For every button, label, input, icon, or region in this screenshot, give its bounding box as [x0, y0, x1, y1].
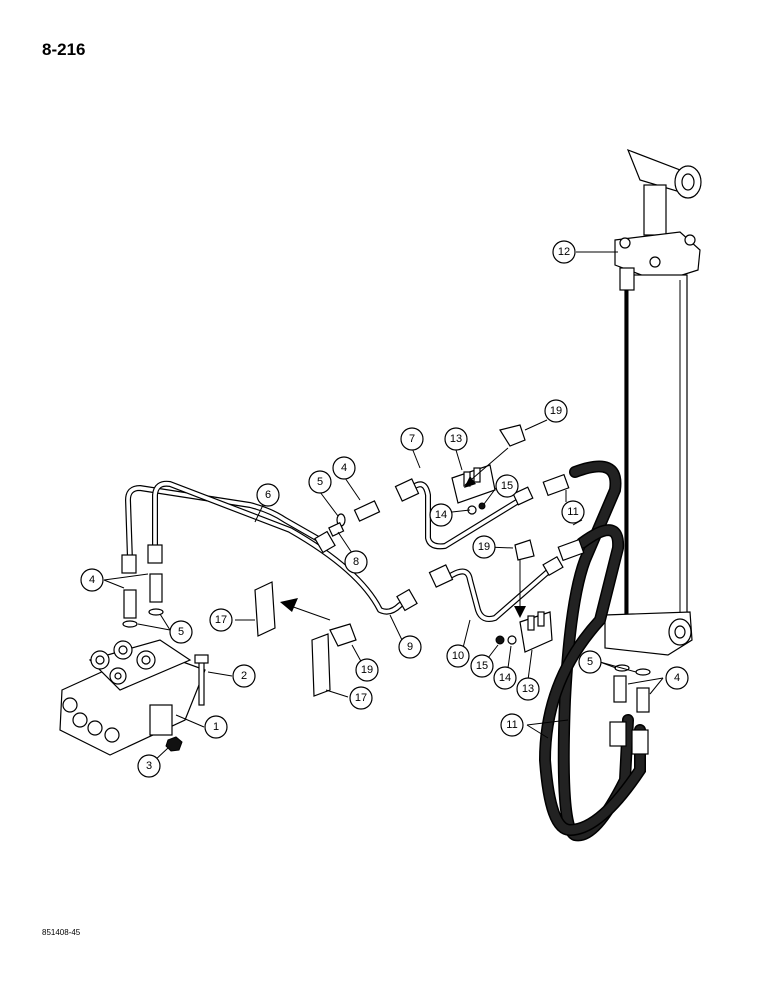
- callout-label: 5: [178, 626, 184, 638]
- callout-5-valve: 5: [169, 620, 193, 644]
- callout-label: 5: [317, 476, 323, 488]
- callout-11-lower: 11: [500, 713, 524, 737]
- callout-5-top: 5: [308, 470, 332, 494]
- clamp-13-lower: [519, 611, 553, 653]
- callout-label: 13: [450, 433, 462, 445]
- page-number: 8-216: [42, 40, 86, 59]
- callout-label: 17: [355, 692, 367, 704]
- callout-6: 6: [256, 483, 280, 507]
- callout-label: 11: [506, 719, 517, 731]
- callout-5-cylinder: 5: [578, 650, 602, 674]
- callout-label: 13: [522, 683, 534, 695]
- callout-8: 8: [344, 550, 368, 574]
- callout-2: 2: [232, 664, 256, 688]
- callout-4-valve: 4: [80, 568, 104, 592]
- hose-11-upper: [557, 460, 634, 842]
- callout-19-upper: 19: [544, 399, 568, 423]
- callout-label: 5: [587, 656, 593, 668]
- callout-7: 7: [400, 427, 424, 451]
- hose-11-lower: [538, 524, 646, 837]
- callout-label: 8: [353, 556, 359, 568]
- callout-label: 4: [341, 462, 347, 474]
- callout-17-lower: 17: [349, 686, 373, 710]
- callout-label: 19: [361, 664, 373, 676]
- leader-lines: [103, 251, 664, 763]
- nut: [165, 736, 183, 752]
- tube-9: [152, 480, 403, 615]
- callout-11-upper: 11: [561, 500, 585, 524]
- callout-15-upper: 15: [495, 474, 519, 498]
- callout-label: 19: [478, 541, 490, 553]
- callout-label: 4: [674, 672, 680, 684]
- callout-13-lower: 13: [516, 677, 540, 701]
- callout-label: 6: [265, 489, 271, 501]
- callout-label: 11: [567, 506, 578, 518]
- clip-19-upper: [499, 424, 526, 447]
- callout-19-lower: 19: [355, 658, 379, 682]
- callout-14-upper: 14: [429, 503, 453, 527]
- callout-9: 9: [398, 635, 422, 659]
- tube-10: [449, 567, 553, 622]
- callout-13-upper: 13: [444, 427, 468, 451]
- callout-label: 3: [146, 760, 152, 772]
- callout-17-upper: 17: [209, 608, 233, 632]
- callout-label: 9: [407, 641, 413, 653]
- callout-label: 1: [213, 721, 219, 733]
- tube-7: [409, 481, 523, 550]
- pad-17-lower: [311, 633, 331, 697]
- pad-17-upper: [254, 581, 276, 637]
- bolt: [194, 654, 209, 706]
- callout-label: 19: [550, 405, 562, 417]
- callout-label: 14: [435, 509, 447, 521]
- control-valve: [59, 639, 206, 756]
- clip-19-middle: [514, 539, 535, 561]
- callout-15-lower: 15: [470, 654, 494, 678]
- callout-3: 3: [137, 754, 161, 778]
- clip-19-lower: [329, 623, 357, 647]
- callout-label: 4: [89, 574, 95, 586]
- callout-label: 14: [499, 672, 511, 684]
- callout-10: 10: [446, 644, 470, 668]
- callout-label: 15: [476, 660, 488, 672]
- callout-label: 12: [558, 246, 570, 258]
- callout-label: 17: [215, 614, 227, 626]
- callout-1: 1: [204, 715, 228, 739]
- callout-4-cylinder: 4: [665, 666, 689, 690]
- callout-label: 10: [452, 650, 464, 662]
- callout-label: 15: [501, 480, 513, 492]
- figure-code: 851408-45: [42, 928, 81, 937]
- callout-14-lower: 14: [493, 666, 517, 690]
- callout-4-top: 4: [332, 456, 356, 480]
- callout-12: 12: [552, 240, 576, 264]
- callout-label: 2: [241, 670, 247, 682]
- hydraulic-cylinder: [604, 148, 702, 656]
- callout-label: 7: [409, 433, 415, 445]
- callout-19-middle: 19: [472, 535, 496, 559]
